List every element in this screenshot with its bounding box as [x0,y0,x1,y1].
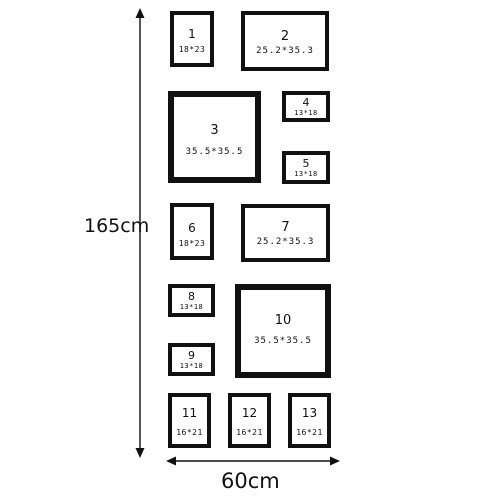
frame-size: 16*21 [176,428,203,437]
frame-number: 2 [280,29,290,44]
frame-size: 13*18 [179,303,204,311]
frame-12: 12 16*21 [228,393,271,448]
frame-13: 13 16*21 [288,393,331,448]
frame-size: 35.5*35.5 [254,336,312,346]
frame-size: 18*23 [178,239,206,248]
frame-size: 16*21 [236,428,263,437]
frame-number: 13 [301,406,318,420]
frame-number: 12 [241,406,258,420]
frame-11: 11 16*21 [168,393,211,448]
frame-size: 13*18 [294,170,318,178]
frame-size: 13*18 [294,109,318,117]
frame-9: 9 13*18 [168,343,215,376]
frame-size: 25.2*35.3 [256,237,315,247]
frame-size: 13*18 [179,362,204,370]
frame-size: 35.5*35.5 [185,147,244,157]
frame-8: 8 13*18 [168,284,215,317]
frame-6: 6 18*23 [170,203,214,260]
frame-size: 16*21 [296,428,323,437]
frame-5: 5 13*18 [282,151,330,184]
frame-1: 1 18*23 [170,11,214,67]
frame-number: 9 [188,349,195,362]
frame-number: 6 [188,221,196,235]
frame-2: 2 25.2*35.3 [241,11,329,71]
height-label: 165cm [84,215,150,237]
frame-number: 1 [188,27,196,41]
frame-number: 3 [210,123,219,138]
frame-number: 8 [188,290,195,303]
frame-number: 4 [302,96,310,109]
frame-3: 3 35.5*35.5 [168,91,261,183]
frame-7: 7 25.2*35.3 [241,204,330,262]
frame-4: 4 13*18 [282,91,330,122]
frame-number: 10 [274,313,292,328]
frame-size: 25.2*35.3 [256,46,314,56]
frame-10: 10 35.5*35.5 [235,284,331,378]
frame-number: 11 [181,406,198,420]
frame-size: 18*23 [178,45,206,54]
frame-number: 5 [302,157,310,170]
width-label: 60cm [221,469,280,493]
frame-number: 7 [281,220,290,235]
